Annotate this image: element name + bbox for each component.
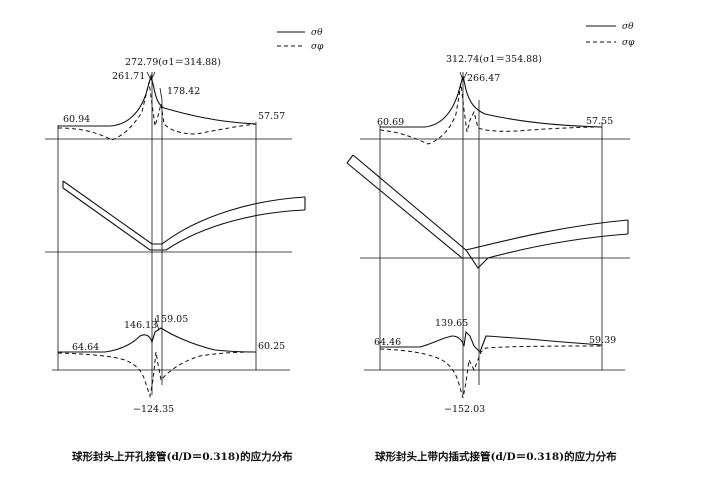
legend-solid-label: σθ bbox=[622, 22, 634, 32]
left-lower-right-end-label: 60.25 bbox=[258, 341, 285, 352]
left-lower-plot: 146.13 159.05 64.64 60.25 −124.35 bbox=[52, 314, 290, 415]
right-upper-v1-label: 266.47 bbox=[467, 73, 500, 84]
shell-outer-line bbox=[62, 180, 306, 245]
legend-dashed-label: σφ bbox=[311, 42, 324, 52]
legend-solid-label: σθ bbox=[311, 28, 323, 38]
left-shell-geometry bbox=[45, 180, 306, 253]
left-upper-left-end-label: 60.94 bbox=[63, 114, 90, 125]
right-upper-left-end-label: 60.69 bbox=[377, 117, 404, 128]
right-shell-outer-line bbox=[352, 154, 629, 251]
left-panel: σθ σφ 272.79(σ1＝314.88) 261.71 178.42 60… bbox=[45, 28, 324, 463]
left-lower-min-label: −124.35 bbox=[133, 404, 174, 415]
right-caption: 球形封头上带内插式接管(d/D＝0.318)的应力分布 bbox=[375, 450, 617, 463]
shell-inner-line bbox=[62, 187, 306, 251]
right-upper-plot: 312.74(σ1＝354.88) 266.47 60.69 57.55 bbox=[360, 54, 630, 395]
right-shell-inner-line bbox=[346, 162, 629, 259]
sigma-phi-upper-curve bbox=[57, 81, 257, 141]
right-lower-v1-label: 139.65 bbox=[435, 318, 468, 329]
left-legend: σθ σφ bbox=[277, 28, 324, 52]
right-peak-arrow bbox=[459, 71, 468, 81]
right-sigma-phi-upper-curve bbox=[379, 83, 603, 145]
right-lower-right-end-label: 59.39 bbox=[589, 335, 616, 346]
right-shell-geometry bbox=[346, 154, 630, 269]
legend-dashed-label: σφ bbox=[622, 38, 635, 48]
left-lower-v2-label: 159.05 bbox=[155, 314, 188, 325]
sigma-phi-lower-curve bbox=[57, 351, 257, 398]
right-lower-left-end-label: 64.46 bbox=[374, 337, 401, 348]
right-sigma-phi-lower-curve bbox=[379, 345, 603, 399]
right-shell-left-cut bbox=[346, 154, 354, 164]
right-upper-right-end-label: 57.55 bbox=[586, 116, 613, 127]
left-lower-left-end-label: 64.64 bbox=[72, 342, 99, 353]
right-lower-min-label: −152.03 bbox=[444, 404, 485, 415]
right-sigma-theta-lower-curve bbox=[380, 330, 603, 353]
right-lower-plot: 139.65 64.46 59.39 −152.03 bbox=[364, 318, 625, 415]
right-panel: σθ σφ 312.74(σ1＝354.88) 266.47 60.69 57.… bbox=[346, 22, 635, 463]
sigma-theta-lower-curve bbox=[58, 327, 257, 353]
v2-arrow bbox=[159, 87, 163, 101]
left-upper-v1-label: 261.71 bbox=[112, 71, 145, 82]
left-upper-right-end-label: 57.57 bbox=[258, 111, 285, 122]
inserted-nozzle-tip bbox=[465, 249, 489, 269]
right-peak-label: 312.74(σ1＝354.88) bbox=[446, 54, 542, 65]
left-lower-v1-label: 146.13 bbox=[124, 320, 157, 331]
left-peak-label: 272.79(σ1＝314.88) bbox=[125, 57, 221, 68]
right-sigma-theta-upper-curve bbox=[380, 75, 603, 128]
right-legend: σθ σφ bbox=[586, 22, 635, 48]
sigma-theta-upper-curve bbox=[58, 73, 257, 127]
peak-arrow bbox=[146, 71, 156, 81]
left-caption: 球形封头上开孔接管(d/D＝0.318)的应力分布 bbox=[72, 450, 293, 463]
v2-lower-arrow bbox=[154, 317, 160, 331]
left-upper-v2-label: 178.42 bbox=[167, 86, 200, 97]
